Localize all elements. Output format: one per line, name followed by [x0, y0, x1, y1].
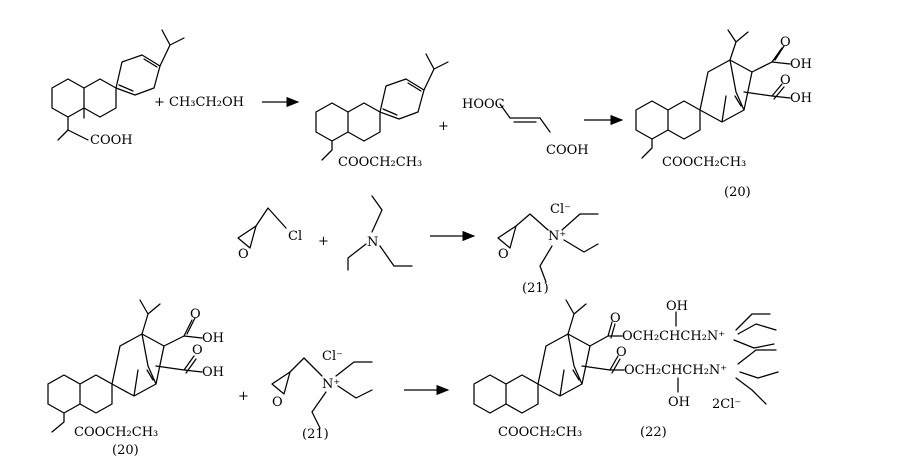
p22-isopropyl: [565, 299, 587, 335]
p20-o2: O: [780, 73, 791, 88]
r3-o1: O: [190, 307, 201, 322]
p20-cooh-bonds: [743, 45, 791, 100]
p20-o1: O: [780, 35, 791, 50]
maleic-hooc-label: HOOC: [462, 97, 505, 112]
p22-ester-label: COOCH₂CH₃: [498, 425, 582, 440]
p20-isopropyl: [727, 29, 749, 61]
abietic-ring-c-double2: [118, 84, 134, 92]
abietic-ring-b: [83, 78, 117, 118]
p21-ethyl-bonds: [539, 213, 599, 283]
product-21-structure: O N⁺ Cl⁻ (21): [497, 202, 599, 296]
p22-oh-top: OH: [666, 299, 688, 314]
r3-label-21: (21): [302, 427, 329, 442]
r3-21-chain: [289, 357, 323, 377]
ester-methyl: [321, 140, 333, 161]
r3-methyl: [51, 412, 65, 433]
p22-n1-ethyls: [733, 313, 777, 349]
r3-label-20: (20): [112, 443, 139, 458]
p22-bicyclic: [537, 333, 591, 397]
ethyl-abietate-structure: COOCH₂CH₃: [315, 53, 449, 170]
ethanol-reagent: + CH₃CH₂OH: [154, 95, 244, 110]
maleic-cooh-label: COOH: [546, 143, 589, 158]
ester-isopropyl: [423, 53, 449, 91]
r3-isopropyl: [139, 299, 161, 335]
r3-21-o: O: [272, 395, 283, 410]
ester-ring-c-double: [407, 82, 422, 92]
p21-cl-label: Cl⁻: [550, 202, 571, 217]
p21-compound-label: (21): [522, 281, 549, 296]
p22-ester-bonds: [581, 321, 625, 374]
p22-chain1: OCH₂CHCH₂N⁺: [622, 329, 725, 344]
compound-20-repeat: OH O OH O COOCH₂CH₃ (20): [47, 299, 224, 458]
triethylamine-structure: N: [347, 195, 413, 271]
maleic-backbone: [499, 103, 551, 133]
r3-oh1: OH: [202, 331, 224, 346]
p22-double: [572, 369, 580, 381]
compound-21-repeat: O N⁺ Cl⁻ (21): [271, 349, 373, 442]
p20-oh1: OH: [790, 57, 812, 72]
p20-oh2: OH: [790, 91, 812, 106]
abietic-ring-c-double: [143, 58, 158, 68]
epoxide-cl-label: Cl: [288, 229, 302, 244]
p21-chain: [515, 213, 549, 231]
p22-oh-bottom: OH: [668, 395, 690, 410]
ester-ring-b: [347, 102, 381, 142]
ester-group-label: COOCH₂CH₃: [338, 155, 422, 170]
p22-ring-a: [473, 374, 507, 414]
p22-counterion: 2Cl⁻: [712, 397, 741, 412]
p21-epoxide-ring: [497, 225, 517, 249]
p20-ester-label: COOCH₂CH₃: [662, 155, 746, 170]
ester-ring-c: [379, 78, 425, 120]
r3-21-ethyls: [311, 361, 373, 429]
epoxide-ring: [237, 225, 257, 249]
r3-21-n: N⁺: [322, 377, 340, 392]
p20-ring-b: [667, 100, 701, 140]
product-22-structure: O O OCH₂CHCH₂N⁺ OCH₂CHCH₂N⁺ OH OH 2Cl⁻ C…: [473, 299, 779, 440]
epichlorohydrin-structure: Cl O: [237, 207, 302, 262]
plus-sign-3: +: [238, 389, 249, 404]
p22-oh-bonds: [675, 311, 679, 393]
ester-ring-a: [315, 102, 349, 142]
amine-ethyl-bonds: [347, 195, 413, 271]
p21-n-label: N⁺: [548, 229, 566, 244]
p20-double: [734, 95, 742, 107]
p22-o1: O: [610, 311, 621, 326]
r3-ring-a: [47, 374, 81, 414]
p21-o-label: O: [498, 247, 509, 262]
plus-sign-1: +: [438, 119, 449, 134]
abietic-methyl-bonds: [57, 107, 89, 141]
r3-ester-label: COOCH₂CH₃: [74, 425, 158, 440]
epoxide-o-label: O: [238, 247, 249, 262]
abietic-isopropyl: [159, 29, 185, 67]
p22-o2: O: [616, 345, 627, 360]
p22-n2-ethyls: [735, 349, 779, 405]
abietic-cooh-label: COOH: [90, 133, 133, 148]
r3-21-epoxide: [271, 371, 291, 395]
p20-compound-label: (20): [724, 185, 751, 200]
r3-21-cl: Cl⁻: [322, 349, 343, 364]
abietic-ring-c: [115, 54, 161, 96]
r3-ring-b: [79, 374, 113, 414]
plus-sign-2: +: [318, 234, 329, 249]
r3-double: [146, 369, 154, 381]
amine-n-label: N: [367, 235, 378, 250]
epoxide-chain: [255, 207, 287, 229]
abietic-acid-structure: COOH: [51, 29, 185, 148]
maleic-acid-structure: HOOC COOH: [462, 97, 589, 158]
abietic-ring-a: [51, 78, 85, 118]
p22-chain2: OCH₂CHCH₂N⁺: [624, 363, 727, 378]
product-20-structure: OH O OH O COOCH₂CH₃ (20): [635, 29, 812, 200]
p22-label-22: (22): [640, 425, 667, 440]
r3-cooh-bonds: [155, 317, 203, 374]
p20-bicyclic: [699, 59, 753, 123]
r3-o2: O: [192, 343, 203, 358]
p22-ring-b: [505, 374, 539, 414]
p20-ring-a: [635, 100, 669, 140]
ester-ring-c-double2: [382, 108, 398, 116]
p20-methyl: [641, 138, 653, 159]
r3-bicyclic: [111, 333, 165, 397]
r3-oh2: OH: [202, 365, 224, 380]
